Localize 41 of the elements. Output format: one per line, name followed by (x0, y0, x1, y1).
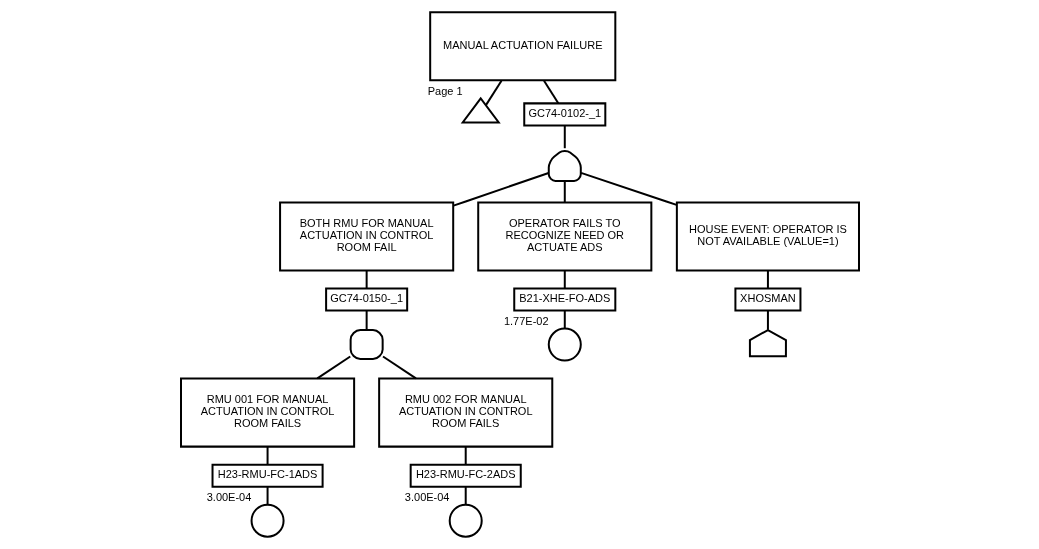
connector (563, 180, 566, 204)
node-label: 3.00E-04 (206, 491, 251, 504)
connector (542, 79, 559, 105)
node-circle (547, 327, 582, 362)
node-box: OPERATOR FAILS TO RECOGNIZE NEED OR ACTUATE ADS (476, 201, 652, 272)
node-box: HOUSE EVENT: OPERATOR IS NOT AVAILABLE (VALUE=1) (675, 201, 860, 272)
node-box: B21-XHE-FO-ADS (512, 287, 616, 312)
connector (766, 269, 769, 290)
node-circle (448, 503, 483, 538)
node-box: MANUAL ACTUATION FAILURE (428, 11, 616, 82)
node-box: H23-RMU-FC-1ADS (211, 463, 324, 488)
node-label: 1.77E-02 (503, 315, 549, 328)
node-shield (547, 150, 582, 182)
connector (579, 171, 678, 206)
connector (563, 269, 566, 290)
connector (381, 355, 417, 380)
connector (464, 446, 467, 466)
connector (563, 124, 566, 150)
connector (452, 172, 550, 207)
connector (563, 309, 566, 330)
connector (315, 355, 351, 380)
connector (365, 269, 368, 290)
node-box: RMU 001 FOR MANUAL ACTUATION IN CONTROL ROOM FAILS (179, 377, 355, 448)
connector (266, 486, 269, 506)
node-circle (250, 503, 285, 538)
node-box: XHOSMAN (733, 287, 801, 312)
node-box: GC74-0102-_1 (522, 102, 606, 127)
node-label: Page 1 (427, 85, 463, 98)
node-box: GC74-0150-_1 (324, 287, 408, 312)
connector (266, 446, 269, 466)
node-label: 3.00E-04 (404, 491, 450, 504)
node-dome (349, 329, 384, 361)
node-triangle (460, 96, 501, 124)
connector (484, 79, 502, 107)
connector (365, 309, 368, 331)
connector (766, 309, 769, 331)
node-box: H23-RMU-FC-2ADS (409, 463, 522, 488)
connector (464, 486, 467, 506)
node-box: RMU 002 FOR MANUAL ACTUATION IN CONTROL ROOM FAILS (377, 377, 553, 448)
node-house (748, 328, 787, 358)
node-box: BOTH RMU FOR MANUAL ACTUATION IN CONTROL ROOM FAIL (278, 201, 454, 272)
